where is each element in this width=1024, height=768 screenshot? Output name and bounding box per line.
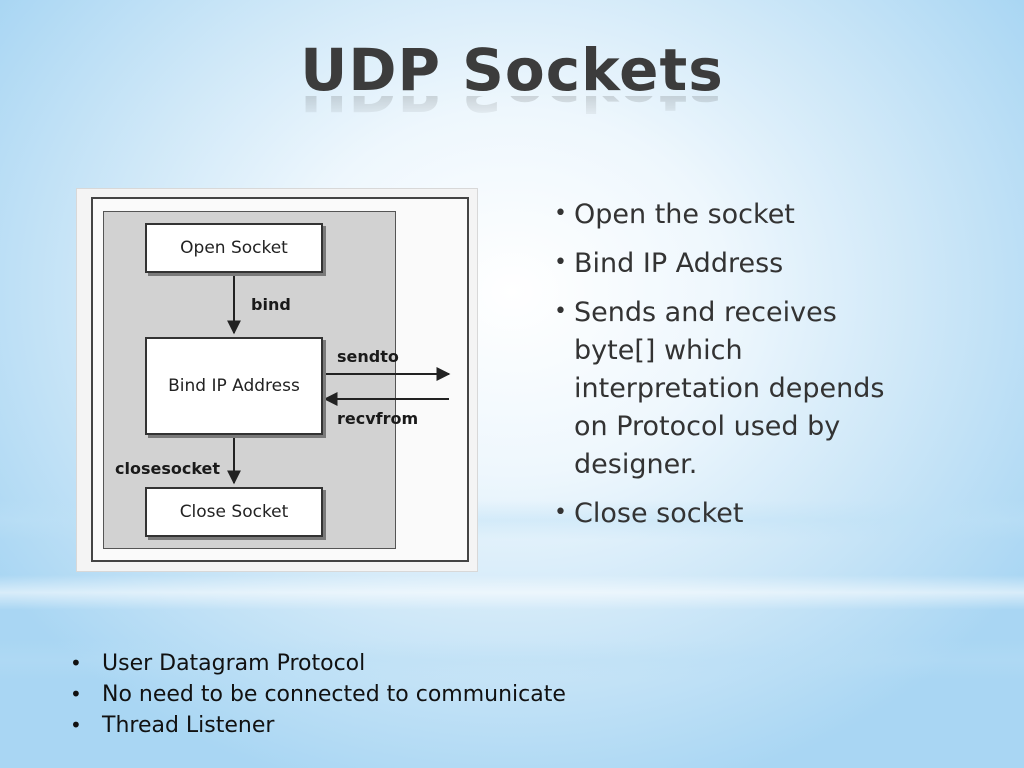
note-text: Thread Listener	[102, 713, 275, 738]
bullet-text: Sends and receives byte[] which interpre…	[574, 297, 885, 480]
note-text: User Datagram Protocol	[102, 651, 366, 676]
slide-title: UDP Sockets	[300, 36, 724, 104]
sendto-label: sendto	[337, 347, 399, 366]
bullet-marker: •	[554, 299, 567, 324]
close-socket-box: Close Socket	[145, 487, 323, 537]
bullet-marker: •	[554, 250, 567, 275]
notes-list: • User Datagram Protocol • No need to be c…	[68, 648, 566, 741]
background-band	[0, 575, 1024, 610]
bind-ip-address-box: Bind IP Address	[145, 337, 323, 435]
bullet-text: Open the socket	[574, 199, 795, 230]
bullet-marker: •	[554, 201, 567, 226]
bullet-item: • Sends and receives byte[] which interpr…	[552, 294, 912, 484]
bullet-marker: •	[554, 500, 567, 525]
note-text: No need to be connected to communicate	[102, 682, 566, 707]
bullet-marker: •	[70, 682, 82, 706]
bullet-item: • Open the socket	[552, 196, 912, 234]
main-bullet-list: • Open the socket • Bind IP Address • Sends…	[552, 196, 912, 544]
flowchart-figure: Open Socket Bind IP Address Close Socket…	[76, 188, 478, 572]
closesocket-label: closesocket	[115, 459, 221, 478]
bullet-item: • Bind IP Address	[552, 245, 912, 283]
note-item: • User Datagram Protocol	[68, 648, 566, 679]
flow-arrows	[227, 275, 451, 485]
note-item: • No need to be connected to communicate	[68, 679, 566, 710]
bind-label: bind	[251, 295, 291, 314]
open-socket-box: Open Socket	[145, 223, 323, 273]
bullet-text: Close socket	[574, 498, 744, 529]
recvfrom-label: recvfrom	[337, 409, 419, 428]
bullet-text: Bind IP Address	[574, 248, 784, 279]
bullet-item: • Close socket	[552, 495, 912, 533]
bullet-marker: •	[70, 651, 82, 675]
slide-title-reflection: UDP Sockets	[0, 96, 1024, 124]
bullet-marker: •	[70, 713, 82, 737]
note-item: • Thread Listener	[68, 710, 566, 741]
